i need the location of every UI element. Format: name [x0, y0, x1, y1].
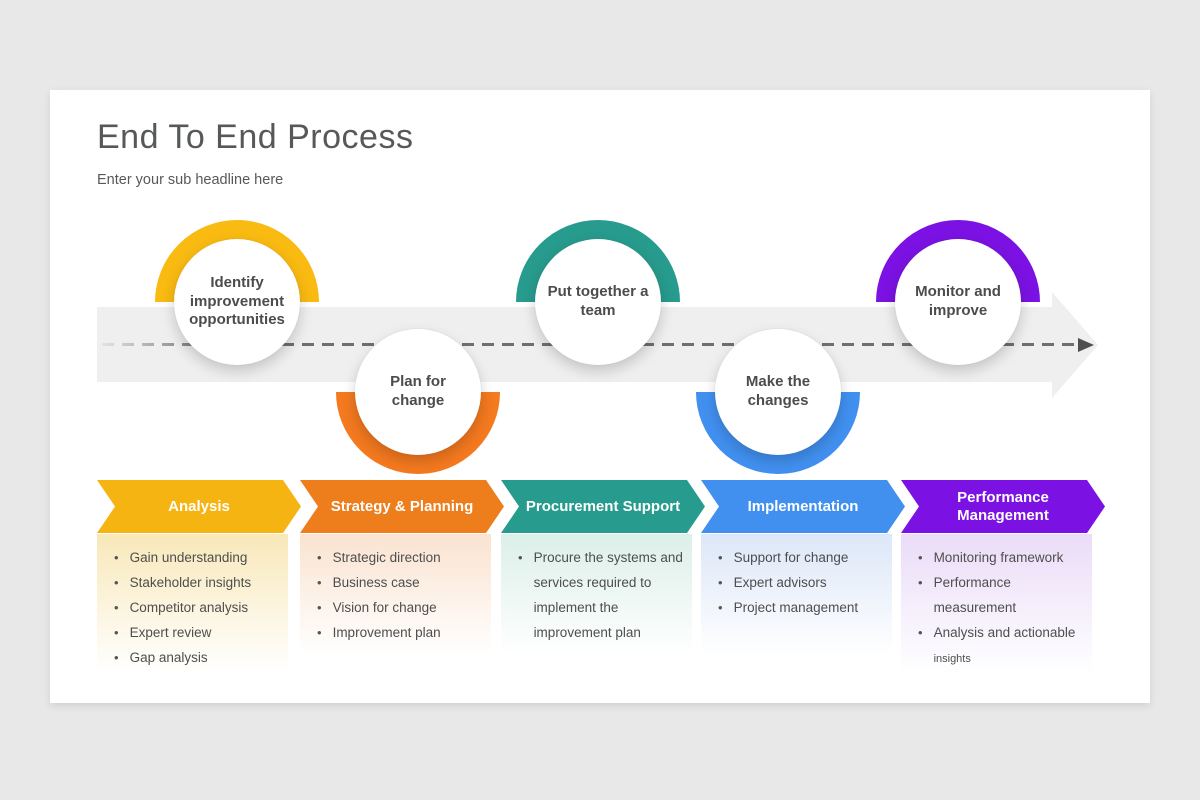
bullet-text: Stakeholder insights [129, 575, 252, 590]
bullet-dot-icon: • [718, 550, 723, 565]
stage-banner-label: Strategy & Planning [330, 497, 474, 515]
stage-bullet-item: • Analysis and actionable insights [913, 620, 1084, 672]
stage-column: Strategy & Planning • Strategic direction… [300, 480, 504, 660]
stage-banner-label: Procurement Support [525, 497, 681, 515]
stage-banner: Analysis [97, 480, 301, 533]
stage-banner: Procurement Support [501, 480, 705, 533]
stage-bullet-item: • Stakeholder insights [109, 570, 280, 595]
node-bubble: Plan for change [355, 329, 481, 455]
bullet-text: Expert review [129, 625, 212, 640]
node-bubble: Monitor and improve [895, 239, 1021, 365]
bullet-text: Competitor analysis [129, 600, 249, 615]
node-label: Make the changes [745, 373, 811, 409]
node-bubble: Make the changes [715, 329, 841, 455]
node-label: Monitor and improve [915, 283, 1001, 319]
stage-detail-box: • Gain understanding • Stakeholder insights… [97, 534, 288, 678]
bullet-dot-icon: • [114, 550, 119, 565]
page-subtitle: Enter your sub headline here [97, 172, 284, 188]
node-ring-clip [155, 220, 319, 302]
stage-bullet-item: • Expert review [109, 620, 280, 645]
bullet-text: Project management [733, 600, 859, 615]
node-bubble: Identify improvement opportunities [174, 239, 300, 365]
stage-bullet-item: • Competitor analysis [109, 595, 280, 620]
stage-banner: Strategy & Planning [300, 480, 504, 533]
bullet-dot-icon: • [317, 575, 322, 590]
bullet-dot-icon: • [317, 625, 322, 640]
stage-banner-label: Implementation [747, 497, 859, 515]
bullet-text: Strategic direction [332, 550, 441, 565]
stage-banner: Performance Management [901, 480, 1105, 533]
bullet-text: Monitoring framework [933, 550, 1064, 565]
bullet-dot-icon: • [114, 600, 119, 615]
bullet-text: Performance measurement [933, 575, 1017, 615]
bullet-text: Business case [332, 575, 420, 590]
stage-bullet-item: • Monitoring framework [913, 545, 1084, 570]
node-label: Plan for change [390, 373, 446, 409]
node-label: Identify improvement opportunities [189, 273, 285, 329]
stage-banner-label: Analysis [168, 497, 230, 515]
stage-bullet-item: • Business case [312, 570, 483, 595]
bullet-text: Vision for change [332, 600, 437, 615]
process-node: Plan for change [336, 220, 500, 474]
stage-banner: Implementation [701, 480, 905, 533]
bullet-dot-icon: • [317, 550, 322, 565]
bullet-text: Improvement plan [332, 625, 441, 640]
stage-bullet-item: • Strategic direction [312, 545, 483, 570]
timeline-dash-fade [102, 341, 212, 348]
node-ring-clip [696, 392, 860, 474]
stage-banner-label: Performance Management [957, 489, 1049, 524]
bullet-dot-icon: • [718, 600, 723, 615]
page-title: End To End Process [97, 118, 414, 156]
node-label: Put together a team [547, 283, 649, 319]
bullet-dot-icon: • [114, 650, 119, 665]
bullet-text: Analysis and actionable insights [933, 625, 1076, 665]
bullet-dot-icon: • [114, 625, 119, 640]
timeline-dashed-arrowhead-icon [1078, 338, 1094, 352]
stage-bullet-item: • Procure the systems and services requir… [513, 545, 684, 645]
node-ring-clip [336, 392, 500, 474]
stage-items: • Support for change • Expert advisors • Proj… [713, 545, 884, 620]
bullet-dot-icon: • [918, 550, 923, 565]
bullet-dot-icon: • [114, 575, 119, 590]
stage-bullet-item: • Performance measurement [913, 570, 1084, 620]
slide-card: End To End Process Enter your sub headli… [50, 90, 1150, 703]
process-node: Identify improvement opportunities [155, 220, 319, 474]
bullet-dot-icon: • [918, 625, 923, 640]
node-bubble: Put together a team [535, 239, 661, 365]
bullet-text: Gain understanding [129, 550, 248, 565]
stage-detail-box: • Strategic direction • Business case • Visio… [300, 534, 491, 660]
node-ring-clip [516, 220, 680, 302]
stage-bullet-item: • Project management [713, 595, 884, 620]
stage-column: Performance Management • Monitoring frame… [901, 480, 1105, 680]
stage-bullet-item: • Vision for change [312, 595, 483, 620]
process-node: Make the changes [696, 220, 860, 474]
stage-bullet-item: • Gain understanding [109, 545, 280, 570]
stage-column: Analysis • Gain understanding • Stakeholder… [97, 480, 301, 678]
stage-column: Implementation • Support for change • Exper… [701, 480, 905, 660]
bullet-text: Gap analysis [129, 650, 208, 665]
node-ring-clip [876, 220, 1040, 302]
stage-items: • Strategic direction • Business case • Visio… [312, 545, 483, 645]
bullet-dot-icon: • [317, 600, 322, 615]
stage-items: • Monitoring framework • Performance measur… [913, 545, 1084, 672]
stage-bullet-item: • Support for change [713, 545, 884, 570]
bullet-dot-icon: • [918, 575, 923, 590]
stage-detail-box: • Support for change • Expert advisors • Proj… [701, 534, 892, 660]
bullet-text-small: insights [933, 653, 971, 665]
stage-detail-box: • Monitoring framework • Performance measur… [901, 534, 1092, 680]
stage-detail-box: • Procure the systems and services requir… [501, 534, 692, 660]
process-node: Put together a team [516, 220, 680, 474]
bullet-text: Support for change [733, 550, 849, 565]
bullet-dot-icon: • [718, 575, 723, 590]
bullet-dot-icon: • [518, 550, 523, 565]
bullet-text: Procure the systems and services require… [533, 550, 683, 640]
stage-items: • Gain understanding • Stakeholder insights… [109, 545, 280, 670]
stage-bullet-item: • Expert advisors [713, 570, 884, 595]
stage-items: • Procure the systems and services requir… [513, 545, 684, 645]
bullet-text: Expert advisors [733, 575, 827, 590]
stage-column: Procurement Support • Procure the systems… [501, 480, 705, 660]
stage-bullet-item: • Gap analysis [109, 645, 280, 670]
process-node: Monitor and improve [876, 220, 1040, 474]
stage-bullet-item: • Improvement plan [312, 620, 483, 645]
